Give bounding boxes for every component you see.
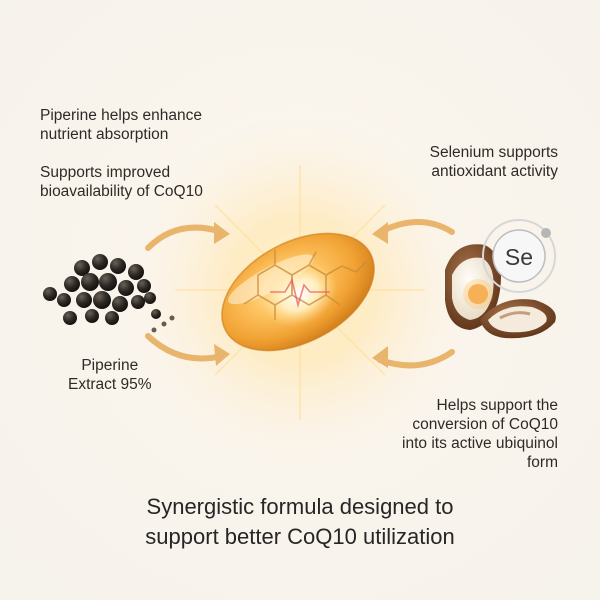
pepper-crumb <box>169 315 175 321</box>
text-line: Selenium supports <box>429 144 558 161</box>
brazil-nut-icon <box>445 244 556 339</box>
caption-line: support better CoQ10 utilization <box>145 524 455 549</box>
text-line: bioavailability of CoQ10 <box>40 183 203 200</box>
selenium-symbol: Se <box>504 244 534 270</box>
text-line: Piperine helps enhance <box>40 107 203 124</box>
peppercorn <box>128 264 144 280</box>
text-line: form <box>527 454 558 471</box>
peppercorn <box>76 292 92 308</box>
peppercorn <box>57 293 71 307</box>
caption-line: Synergistic formula designed to <box>146 494 454 519</box>
peppercorn <box>118 280 134 296</box>
selenium-text: Selenium supports antioxidant activity <box>430 143 558 181</box>
peppercorn <box>64 276 80 292</box>
peppercorn <box>112 296 128 312</box>
peppercorn <box>43 287 57 301</box>
peppercorn <box>85 309 99 323</box>
arrow-heads <box>214 222 388 368</box>
peppercorn <box>81 273 99 291</box>
bioavailability-text: Supports improved bioavailability of CoQ… <box>40 163 203 201</box>
pulse-line <box>270 277 330 309</box>
text-line: nutrient absorption <box>40 126 169 143</box>
peppercorn <box>92 254 108 270</box>
piperine-extract-label: Piperine Extract 95% <box>68 356 152 394</box>
peppercorn <box>144 292 156 304</box>
text-line: Piperine <box>81 357 139 374</box>
text-line: Supports improved <box>40 164 171 181</box>
text-line: Helps support the <box>436 397 559 414</box>
peppercorn <box>110 258 126 274</box>
text-line: conversion of CoQ10 <box>412 416 558 433</box>
peppercorn <box>151 309 161 319</box>
text-line: antioxidant activity <box>431 163 558 180</box>
peppercorn <box>74 260 90 276</box>
text-line: into its active ubiquinol <box>402 435 558 452</box>
peppercorn <box>105 311 119 325</box>
selenium-atom-icon <box>482 219 556 293</box>
piperine-absorption-text: Piperine helps enhance nutrient absorpti… <box>40 106 202 144</box>
conversion-text: Helps support the conversion of CoQ10 in… <box>402 396 558 472</box>
text-line: Extract 95% <box>68 376 152 393</box>
molecule-diagram <box>243 250 367 320</box>
peppercorn <box>99 273 117 291</box>
peppercorn <box>131 295 145 309</box>
peppercorn <box>63 311 77 325</box>
pepper-crumb <box>151 327 157 333</box>
black-pepper-icon <box>43 254 175 333</box>
caption: Synergistic formula designed to support … <box>0 492 600 552</box>
coq10-softgel-icon <box>221 232 375 352</box>
peppercorn <box>137 279 151 293</box>
peppercorn <box>93 291 111 309</box>
pepper-crumb <box>161 321 167 327</box>
